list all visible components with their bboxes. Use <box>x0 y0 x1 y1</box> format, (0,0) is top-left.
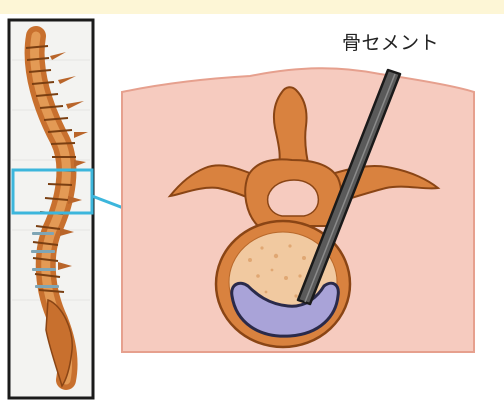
top-band <box>0 0 504 14</box>
vertebra-illustration <box>122 68 474 352</box>
bone-cement-label: 骨セメント <box>342 28 439 55</box>
spine-panel <box>9 20 93 398</box>
spinal-canal <box>268 180 319 216</box>
